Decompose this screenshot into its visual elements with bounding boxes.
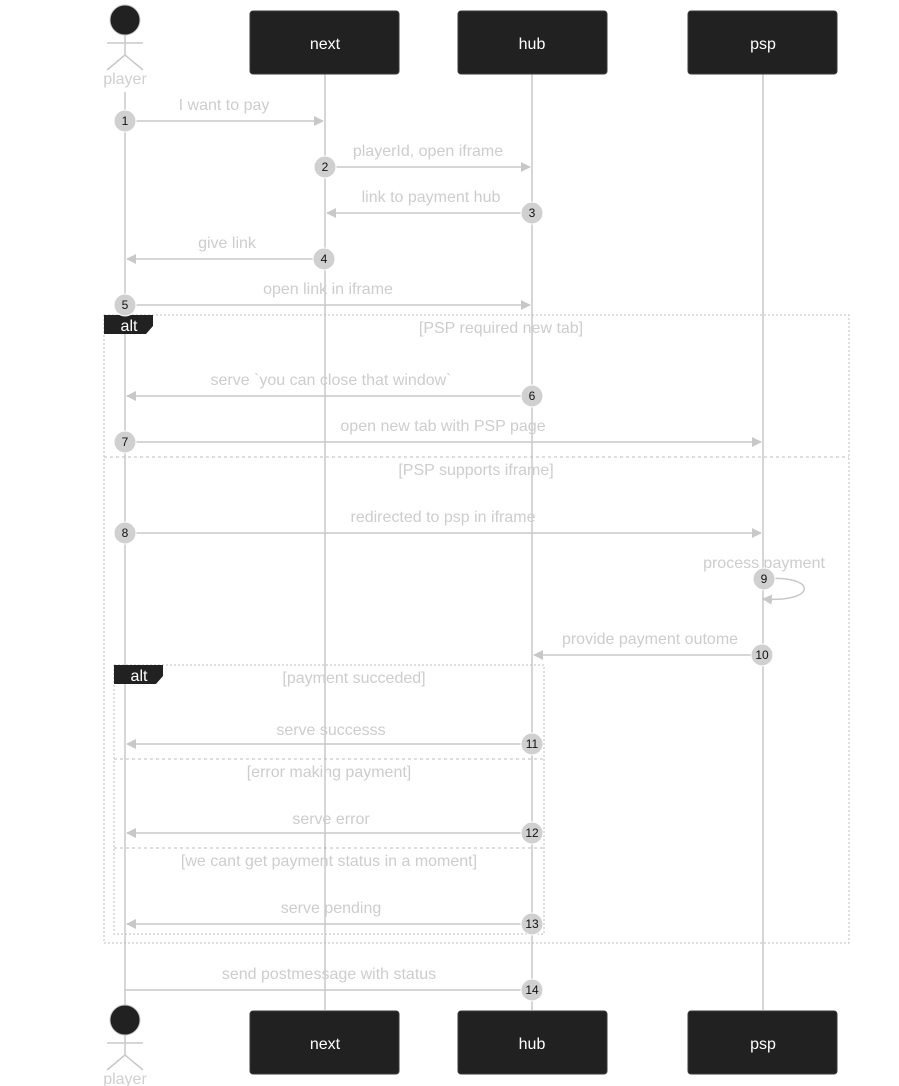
- sequence-number: 14: [525, 983, 539, 997]
- message-label: redirected to psp in iframe: [351, 509, 536, 526]
- participants-bottom: player next hub psp: [103, 1004, 838, 1086]
- alt-condition-payment-status-unknown: [we cant get payment status in a moment]: [181, 853, 477, 870]
- participant-psp-top: psp: [687, 10, 838, 75]
- participant-next-label: next: [310, 36, 341, 53]
- sequence-number: 9: [761, 572, 768, 586]
- participant-next-top: next: [249, 10, 400, 75]
- actor-icon: [109, 4, 141, 36]
- message-2: playerId, open iframe 2: [313, 143, 531, 179]
- participant-hub-top: hub: [457, 10, 608, 75]
- message-4: give link 4: [126, 235, 336, 271]
- actor-player-label: player: [103, 1071, 147, 1086]
- sequence-number-badge: [113, 430, 137, 454]
- message-label: playerId, open iframe: [353, 143, 503, 160]
- sequence-number-badge: [752, 567, 776, 591]
- message-label: send postmessage with status: [222, 966, 436, 983]
- sequence-number: 1: [122, 114, 129, 128]
- message-label: serve pending: [281, 900, 382, 917]
- sequence-number-badge: [520, 732, 544, 756]
- message-12: serve error 12: [126, 811, 544, 845]
- alt-frame-inner-tag: [114, 665, 163, 684]
- participant-psp-bottom: psp: [687, 1010, 838, 1075]
- sequence-number-badge: [313, 155, 337, 179]
- message-14: send postmessage with status 14: [125, 966, 544, 1002]
- message-label: I want to pay: [179, 97, 270, 114]
- sequence-number: 2: [322, 160, 329, 174]
- alt-condition-psp-iframe: [PSP supports iframe]: [398, 462, 553, 479]
- sequence-number-badge: [113, 109, 137, 133]
- message-10: provide payment outome 10: [533, 631, 774, 667]
- participant-hub-label: hub: [519, 1036, 546, 1053]
- sequence-number: 6: [529, 389, 536, 403]
- alt-condition-payment-succeded: [payment succeded]: [282, 670, 425, 687]
- participants-top: player next hub psp: [103, 4, 838, 88]
- sequence-number-badge: [113, 521, 137, 545]
- sequence-number-badge: [520, 821, 544, 845]
- message-11: serve successs 11: [126, 722, 544, 756]
- message-label: give link: [198, 235, 257, 252]
- participant-hub-bottom: hub: [457, 1010, 608, 1075]
- sequence-number-badge: [312, 247, 336, 271]
- sequence-number-badge: [520, 384, 544, 408]
- message-label: link to payment hub: [362, 189, 501, 206]
- alt-condition-psp-new-tab: [PSP required new tab]: [419, 320, 583, 337]
- message-1: I want to pay 1: [113, 97, 324, 133]
- actor-player-bottom: player: [103, 1004, 147, 1086]
- message-label: process payment: [703, 555, 825, 572]
- message-3: link to payment hub 3: [326, 189, 544, 225]
- message-label: serve error: [292, 811, 370, 828]
- participant-next-label: next: [310, 1036, 341, 1053]
- actor-player-label: player: [103, 71, 147, 88]
- participant-hub-label: hub: [519, 36, 546, 53]
- self-loop-arrow: [762, 577, 805, 605]
- message-label: open link in iframe: [263, 281, 393, 298]
- participant-next-bottom: next: [249, 1010, 400, 1075]
- alt-frame-outer-tag: [104, 315, 153, 334]
- alt-condition-error-making-payment: [error making payment]: [247, 764, 412, 781]
- alt-frame-outer: alt [PSP required new tab] [PSP supports…: [103, 314, 850, 944]
- sequence-number: 7: [122, 435, 129, 449]
- sequence-number: 11: [526, 737, 539, 751]
- sequence-number-badge: [520, 201, 544, 225]
- message-6: serve `you can close that window` 6: [126, 372, 544, 408]
- sequence-number-badge: [113, 293, 137, 317]
- actor-icon: [109, 1004, 141, 1036]
- message-label: serve successs: [276, 722, 385, 739]
- alt-frame-outer-label: alt: [121, 318, 138, 335]
- sequence-number-badge: [520, 912, 544, 936]
- message-7: open new tab with PSP page 7: [113, 418, 762, 454]
- sequence-number-badge: [520, 978, 544, 1002]
- message-9: process payment 9: [703, 555, 825, 605]
- sequence-number: 8: [122, 526, 129, 540]
- message-8: redirected to psp in iframe 8: [113, 509, 762, 545]
- participant-psp-label: psp: [750, 1036, 776, 1053]
- sequence-number: 5: [122, 298, 129, 312]
- messages: I want to pay 1 playerId, open iframe 2 …: [113, 97, 825, 1002]
- alt-frame-inner-label: alt: [131, 668, 148, 685]
- message-13: serve pending 13: [126, 900, 544, 936]
- message-5: open link in iframe 5: [113, 281, 531, 317]
- lifelines: [124, 74, 764, 1010]
- message-label: provide payment outome: [562, 631, 738, 648]
- sequence-number: 4: [321, 252, 328, 266]
- actor-player-top: player: [103, 4, 147, 88]
- sequence-number-badge: [750, 643, 774, 667]
- sequence-number: 13: [525, 917, 539, 931]
- participant-psp-label: psp: [750, 36, 776, 53]
- sequence-number: 10: [755, 648, 769, 662]
- alt-frame-inner: alt [payment succeded] [error making pay…: [113, 664, 545, 935]
- message-label: open new tab with PSP page: [340, 418, 545, 435]
- sequence-number: 3: [529, 206, 536, 220]
- message-label: serve `you can close that window`: [211, 372, 452, 389]
- sequence-number: 12: [525, 826, 539, 840]
